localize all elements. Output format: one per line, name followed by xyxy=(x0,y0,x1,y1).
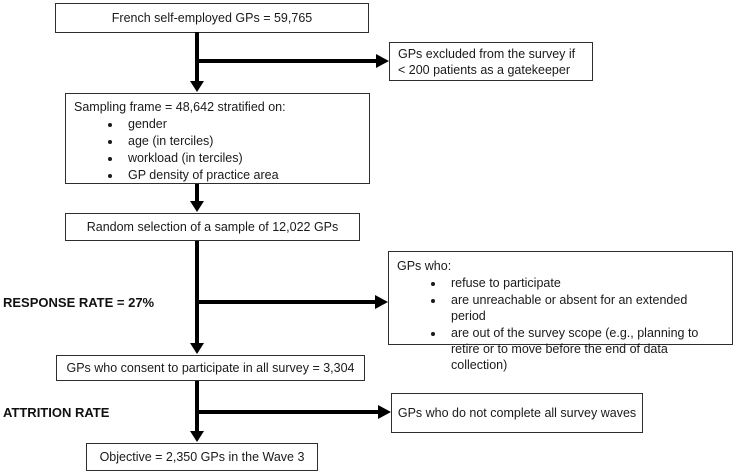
node-sampling-frame-label: Sampling frame = 48,642 stratified on: xyxy=(74,100,286,114)
arrow-branch-to-non-participants-line xyxy=(195,300,375,304)
node-excluded-label: GPs excluded from the survey if < 200 pa… xyxy=(398,47,576,77)
bullet-item: workload (in terciles) xyxy=(122,150,361,166)
node-random-selection-label: Random selection of a sample of 12,022 G… xyxy=(86,220,339,234)
node-objective: Objective = 2,350 GPs in the Wave 3 xyxy=(86,443,318,471)
node-random-selection: Random selection of a sample of 12,022 G… xyxy=(65,213,360,241)
bullet-item: are out of the survey scope (e.g., plann… xyxy=(445,325,724,373)
arrow-random-to-consent-line xyxy=(195,241,199,344)
arrow-branch-to-excluded-line xyxy=(195,59,376,63)
arrow-consent-to-objective-line xyxy=(195,381,199,432)
arrow-population-to-sampling-line xyxy=(195,32,199,82)
bullet-item: gender xyxy=(122,116,361,132)
bullet-item: GP density of practice area xyxy=(122,167,361,183)
response-rate-label: RESPONSE RATE = 27% xyxy=(3,295,155,310)
node-sampling-frame: Sampling frame = 48,642 stratified on: g… xyxy=(65,93,370,184)
arrow-branch-to-no-complete-head xyxy=(378,405,391,419)
arrow-branch-to-non-participants-head xyxy=(375,295,388,309)
node-no-complete: GPs who do not complete all survey waves xyxy=(391,393,643,433)
arrow-population-to-sampling-head xyxy=(190,81,204,92)
node-non-participants: GPs who: refuse to participate are unrea… xyxy=(388,251,733,372)
bullet-item: are unreachable or absent for an extende… xyxy=(445,292,724,324)
node-objective-label: Objective = 2,350 GPs in the Wave 3 xyxy=(99,450,305,464)
bullet-item: age (in terciles) xyxy=(122,133,361,149)
node-consent-label: GPs who consent to participate in all su… xyxy=(66,361,355,375)
node-non-participants-label: GPs who: xyxy=(397,259,452,273)
node-excluded: GPs excluded from the survey if < 200 pa… xyxy=(389,42,593,81)
non-participants-bullet-list: refuse to participate are unreachable or… xyxy=(397,275,724,373)
arrow-sampling-to-random-head xyxy=(190,201,204,212)
arrow-random-to-consent-head xyxy=(190,343,204,354)
node-no-complete-label: GPs who do not complete all survey waves xyxy=(397,406,637,420)
sampling-frame-bullet-list: gender age (in terciles) workload (in te… xyxy=(74,116,361,183)
node-population: French self-employed GPs = 59,765 xyxy=(55,3,369,33)
attrition-rate-label: ATTRITION RATE xyxy=(3,405,110,420)
arrow-branch-to-excluded-head xyxy=(376,54,389,68)
node-population-label: French self-employed GPs = 59,765 xyxy=(111,11,313,25)
arrow-branch-to-no-complete-line xyxy=(195,410,378,414)
arrow-sampling-to-random-line xyxy=(195,184,199,202)
bullet-item: refuse to participate xyxy=(445,275,724,291)
node-consent: GPs who consent to participate in all su… xyxy=(56,355,365,381)
arrow-consent-to-objective-head xyxy=(190,431,204,442)
